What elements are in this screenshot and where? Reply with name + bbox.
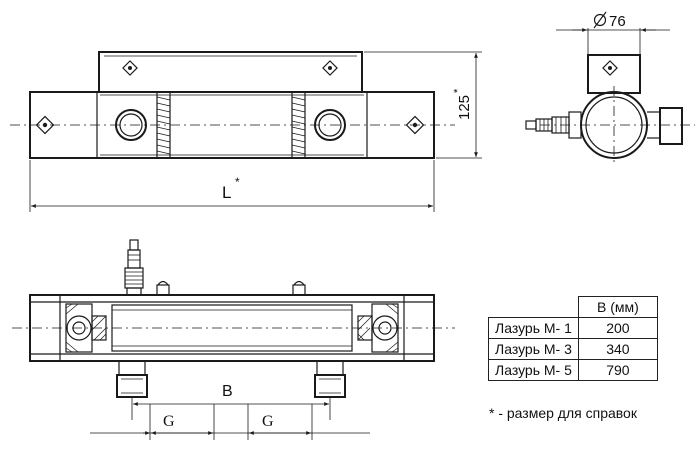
diameter-symbol-icon — [593, 11, 607, 29]
right-bottom-port-icon — [314, 360, 346, 398]
table-cell-value: 340 — [577, 338, 658, 360]
bracket-screw-icon — [322, 60, 338, 76]
spacing-g2-label: G — [262, 413, 274, 430]
side-screw-icon — [602, 60, 618, 76]
table-row: Лазурь М- 5 790 — [488, 359, 658, 381]
right-bolt-icon — [405, 115, 425, 135]
bottom-section-view: B G G — [12, 239, 455, 440]
table-cell-value: 200 — [577, 317, 658, 339]
side-view: 76 — [525, 11, 695, 165]
height-star: * — [452, 88, 464, 93]
diameter-label: 76 — [609, 13, 626, 30]
side-fitting-icon — [525, 111, 582, 139]
left-clamp — [156, 91, 171, 159]
side-flange — [659, 107, 683, 145]
top-fitting-icon — [124, 239, 144, 296]
table-header-b: B (мм) — [577, 296, 658, 318]
left-port-icon — [115, 109, 147, 141]
top-front-view: L * 125 * — [10, 51, 482, 212]
small-fitting-icon — [156, 280, 170, 296]
right-clamp — [291, 91, 306, 159]
table-row: Лазурь М- 1 200 — [488, 317, 658, 339]
table-cell-model: Лазурь М- 5 — [488, 359, 579, 381]
table-corner — [488, 296, 579, 318]
bracket-screw-icon — [122, 60, 138, 76]
small-fitting-icon — [292, 280, 306, 296]
spacing-g1-label: G — [163, 413, 175, 430]
footnote: * - размер для справок — [489, 405, 637, 421]
table-cell-model: Лазурь М- 3 — [488, 338, 579, 360]
spacing-b-label: B — [222, 383, 233, 400]
length-label: L — [222, 183, 231, 202]
length-star: * — [235, 175, 240, 189]
table-cell-model: Лазурь М- 1 — [488, 317, 579, 339]
top-bracket — [98, 51, 363, 93]
table-cell-value: 790 — [577, 359, 658, 381]
left-bottom-port-icon — [116, 360, 148, 398]
table-row: Лазурь М- 3 340 — [488, 338, 658, 360]
right-port-icon — [314, 109, 346, 141]
model-table: B (мм) Лазурь М- 1 200 Лазурь М- 3 340 Л… — [488, 296, 658, 381]
left-bolt-icon — [35, 115, 55, 135]
height-label: 125 — [456, 95, 473, 120]
